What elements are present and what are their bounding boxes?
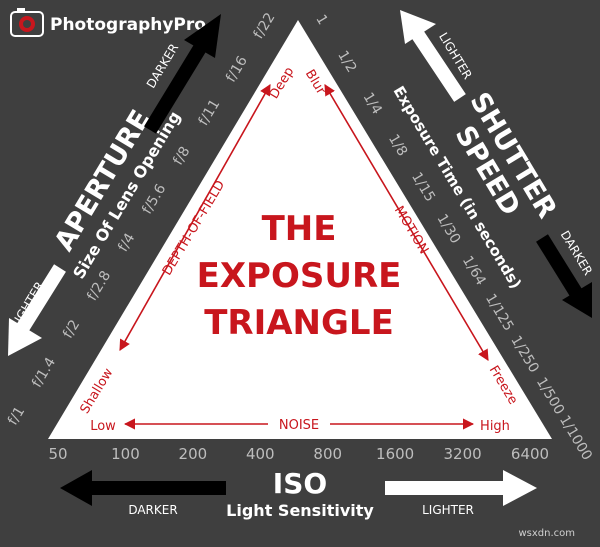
iso-subtitle: Light Sensitivity	[226, 501, 374, 520]
title-line-1: THE	[262, 209, 337, 249]
camera-icon	[10, 8, 44, 37]
aperture-stop: f/1	[5, 404, 28, 428]
high-label: High	[480, 419, 510, 434]
low-label: Low	[90, 419, 116, 434]
aperture-darker-arrow	[144, 14, 221, 134]
title-line-3: TRIANGLE	[204, 303, 394, 343]
iso-value: 50	[48, 445, 67, 463]
aperture-stop: f/5.6	[139, 181, 169, 217]
iso-darker-label: DARKER	[128, 503, 177, 517]
noise-label-bg	[268, 416, 330, 432]
noise-label: NOISE	[279, 418, 319, 433]
triangle-title: THE EXPOSURE TRIANGLE	[197, 209, 402, 343]
aperture-stop: f/16	[223, 53, 251, 85]
shutter-speed: 1/15	[408, 170, 438, 205]
shutter-speed: 1/4	[360, 90, 385, 118]
shutter-speed: 1/500	[533, 375, 568, 418]
shutter-darker-arrow	[536, 234, 592, 318]
aperture-stop: f/4	[115, 230, 138, 254]
shutter-lighter-arrow	[400, 10, 466, 102]
shutter-speed: 1/2	[334, 48, 359, 76]
brand: PhotographyPro	[10, 8, 206, 37]
shutter-speed: 1/125	[482, 291, 517, 334]
motion-arrow	[324, 84, 489, 361]
iso-darker-arrow	[60, 470, 226, 506]
shutter-speed: 1/64	[459, 253, 489, 288]
brand-name: PhotographyPro	[50, 15, 206, 35]
iso-lighter-arrow	[385, 470, 537, 506]
iso-value: 3200	[443, 445, 481, 463]
title-line-2: EXPOSURE	[197, 256, 402, 296]
shutter-speed: 1/8	[385, 132, 410, 160]
shutter-speed: 1/30	[433, 211, 463, 246]
iso-value: 100	[111, 445, 140, 463]
iso-lighter-label: LIGHTER	[422, 503, 474, 517]
iso-value: 400	[246, 445, 275, 463]
iso-scale: 50 100 200 400 800 1600 3200 6400	[48, 445, 549, 463]
shutter-speed: 1	[312, 12, 330, 28]
watermark: wsxdn.com	[518, 528, 575, 539]
aperture-stop: f/1.4	[29, 355, 59, 391]
depth-of-field-arrow	[119, 84, 271, 351]
aperture-stop: f/8	[170, 144, 193, 168]
shutter-speed: 1/250	[507, 333, 542, 376]
aperture-stop: f/22	[251, 10, 279, 42]
shutter-speed: 1/1000	[556, 413, 595, 463]
aperture-lighter-arrow	[8, 264, 66, 356]
iso-value: 800	[313, 445, 342, 463]
shutter-title-block: SHUTTER SPEED	[449, 87, 563, 224]
iso-value: 1600	[376, 445, 414, 463]
iso-title: ISO	[273, 467, 327, 500]
aperture-stop: f/11	[196, 97, 224, 129]
iso-value: 6400	[511, 445, 549, 463]
iso-value: 200	[179, 445, 208, 463]
aperture-stop: f/2	[60, 317, 83, 341]
